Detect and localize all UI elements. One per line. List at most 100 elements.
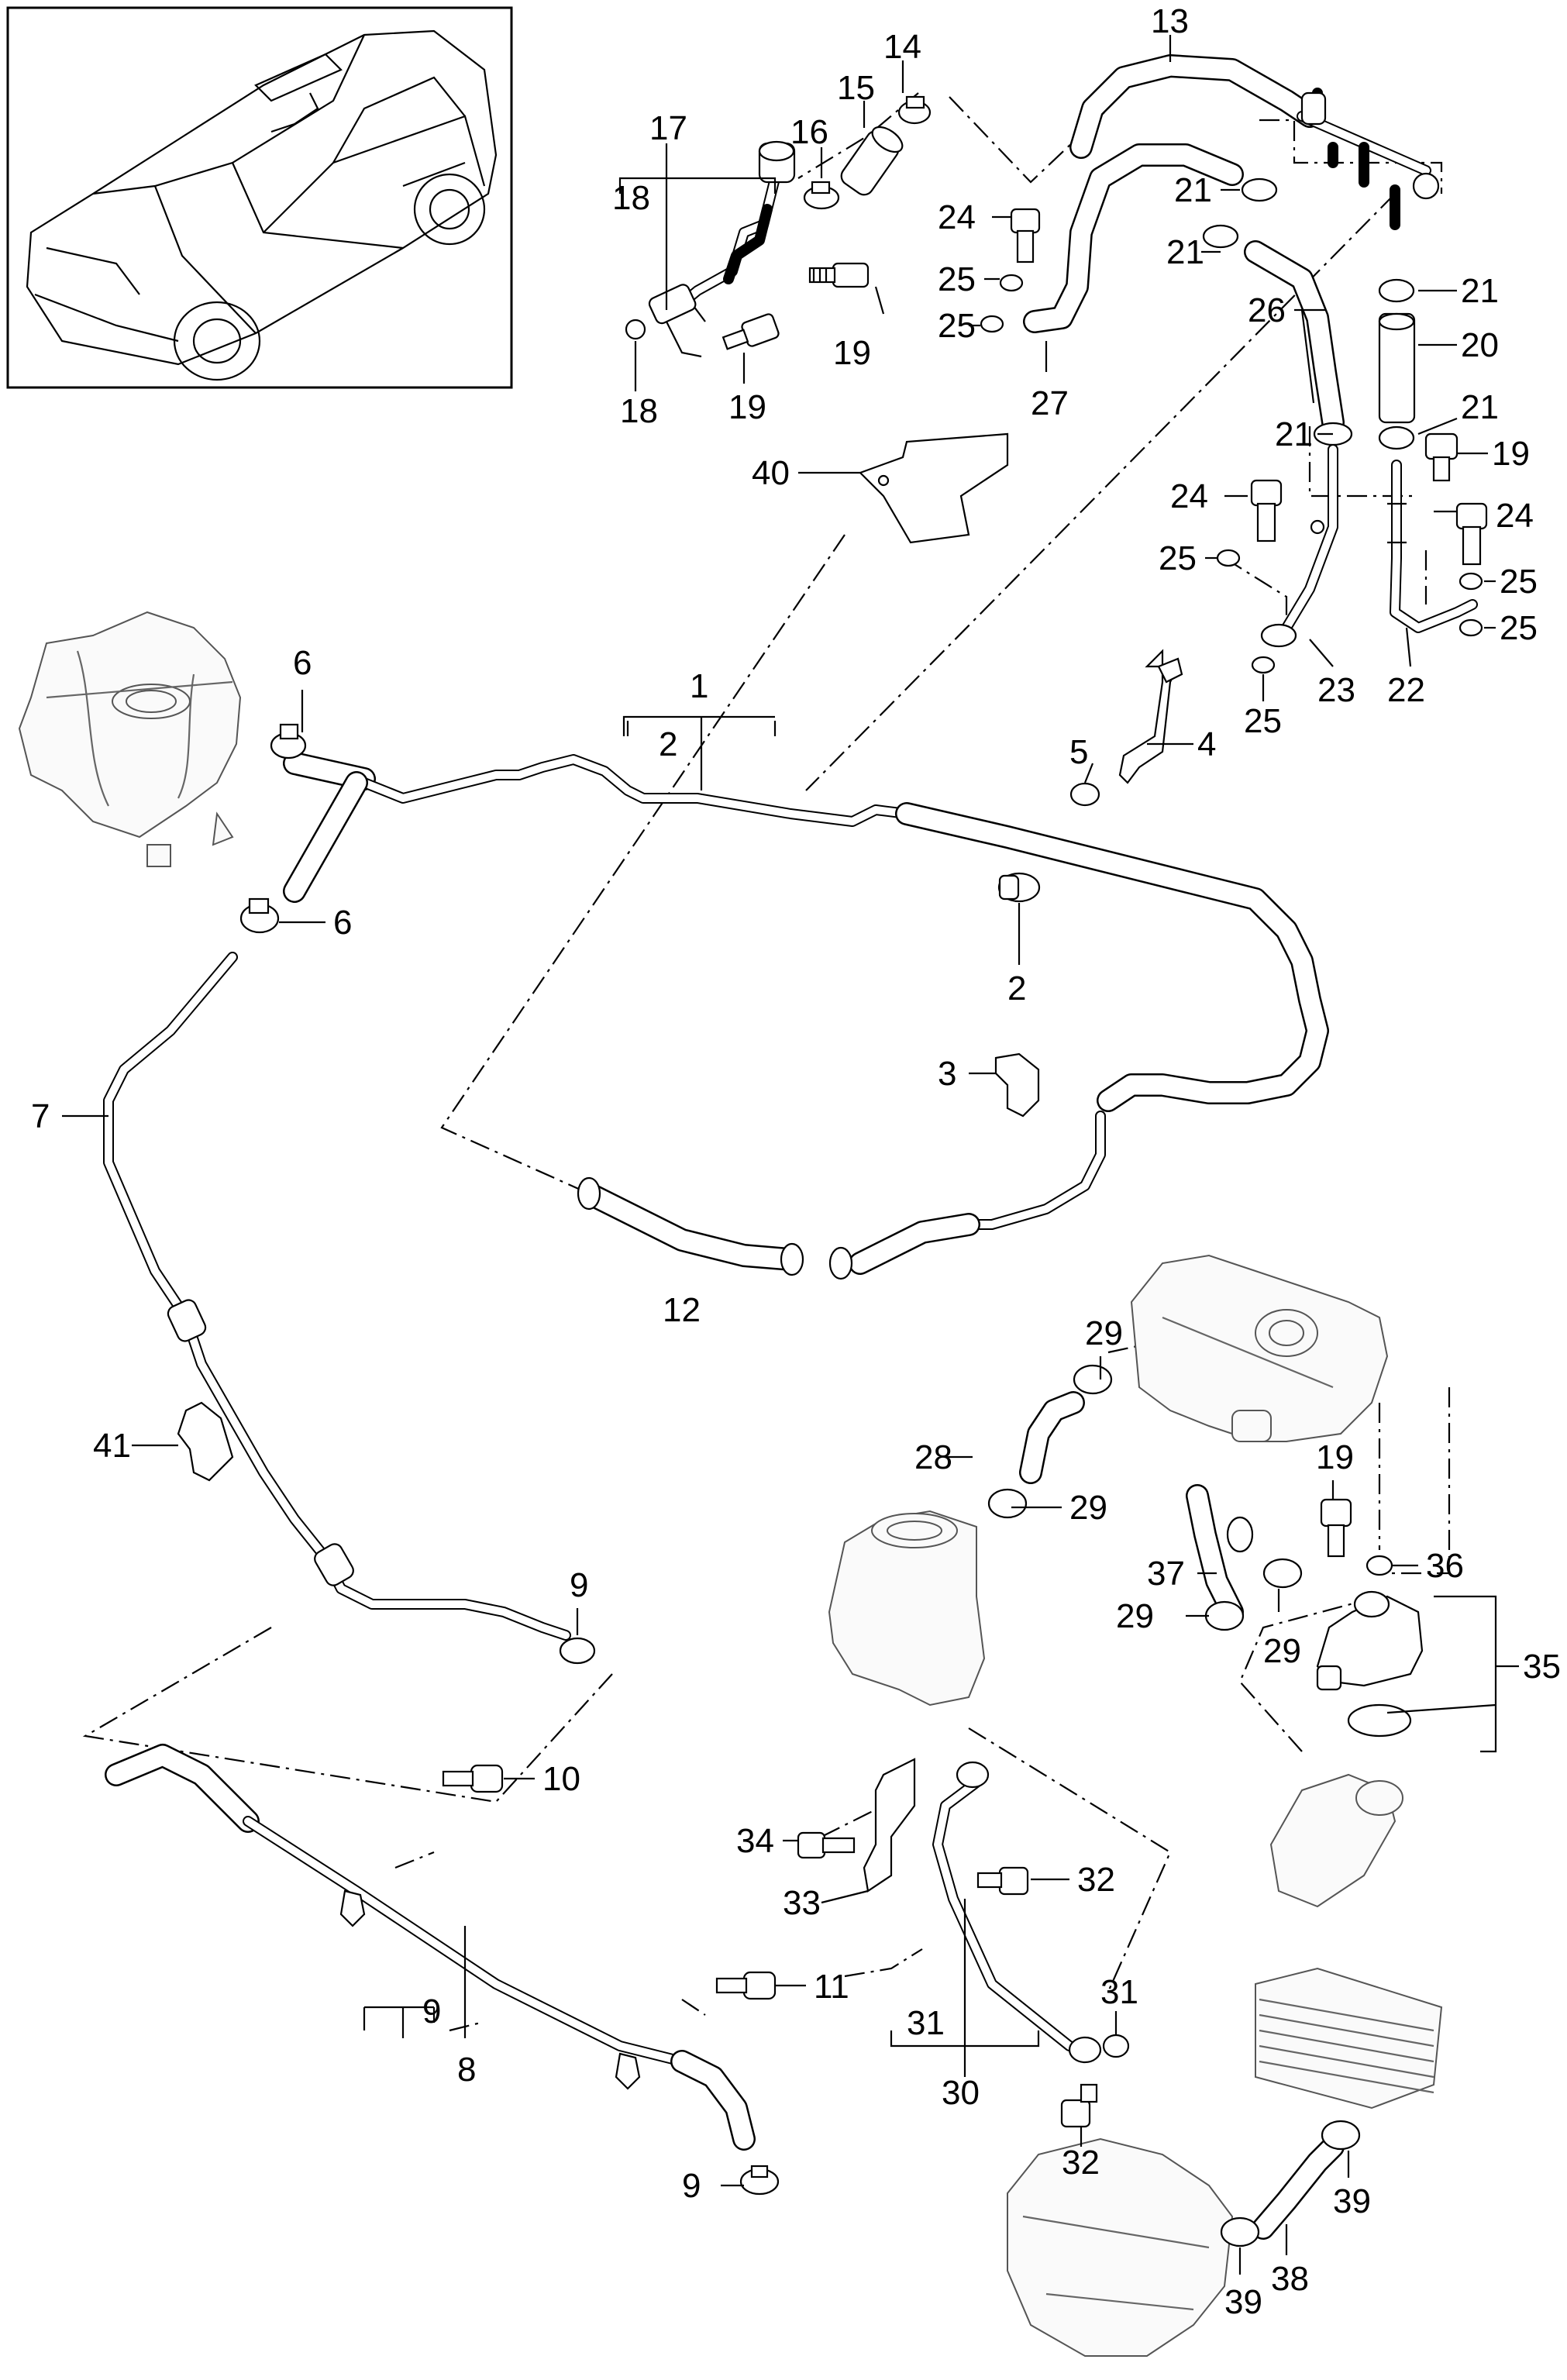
pipe-23 — [1260, 444, 1338, 648]
expansion-tank — [18, 611, 242, 867]
callout-32-b: 32 — [1062, 2144, 1100, 2182]
callout-14: 14 — [883, 28, 921, 66]
callout-19-d: 19 — [1316, 1438, 1354, 1476]
bracket-4 — [1118, 649, 1183, 784]
callout-24-c: 24 — [1496, 497, 1534, 535]
callout-39-b: 39 — [1224, 2283, 1262, 2321]
bolt-11 — [715, 1971, 777, 2000]
callout-5: 5 — [1069, 733, 1088, 771]
bracket-40 — [859, 432, 1009, 544]
pipe-8 — [105, 1744, 756, 2151]
callout-25-e: 25 — [1500, 563, 1538, 601]
callouts: 1 2 2 3 4 5 6 6 7 8 9 9 9 10 11 12 13 14… — [31, 2, 1561, 2321]
callout-7: 7 — [31, 1097, 50, 1135]
hose-37 — [1186, 1484, 1254, 1624]
callout-21-b: 21 — [1166, 233, 1204, 271]
callout-28: 28 — [914, 1438, 952, 1476]
washer-25-c — [1216, 549, 1241, 567]
callout-18-b: 18 — [620, 392, 658, 430]
callout-38: 38 — [1271, 2260, 1309, 2298]
callout-9-b: 9 — [422, 1993, 441, 2030]
callout-9-a: 9 — [570, 1566, 588, 1604]
callout-9-c: 9 — [682, 2167, 701, 2205]
bolt-34 — [797, 1831, 856, 1859]
callout-21-c: 21 — [1461, 272, 1499, 310]
callout-19-c: 19 — [1492, 435, 1530, 473]
clamp-39-a — [1321, 2120, 1361, 2151]
clamp-21-a — [1241, 177, 1278, 202]
callout-4: 4 — [1197, 725, 1216, 763]
callout-27: 27 — [1031, 384, 1069, 422]
clamp-6-b — [239, 897, 280, 934]
callout-40: 40 — [752, 454, 790, 492]
callout-25-f: 25 — [1500, 609, 1538, 647]
callout-30: 30 — [942, 2074, 980, 2112]
callout-1: 1 — [690, 667, 708, 705]
callout-35: 35 — [1523, 1648, 1561, 1686]
callout-21-e: 21 — [1275, 415, 1313, 453]
callout-18-a: 18 — [612, 179, 650, 217]
callout-24-b: 24 — [1170, 477, 1208, 515]
hose-7 — [103, 771, 571, 1641]
hose-12 — [577, 1176, 853, 1280]
callout-29-b: 29 — [1069, 1489, 1107, 1527]
callout-34: 34 — [736, 1822, 774, 1860]
callout-25-b: 25 — [938, 307, 976, 345]
hose-13 — [1069, 54, 1440, 230]
callout-25-d: 25 — [1244, 702, 1282, 740]
clamp-6-a — [270, 723, 307, 759]
vehicle-thumbnail — [6, 6, 513, 389]
clamp-9-a — [559, 1637, 596, 1665]
washer-25-e — [1459, 572, 1483, 591]
hose-26 — [1244, 240, 1345, 434]
callout-6-b: 6 — [333, 904, 352, 942]
oil-cooler — [1007, 1967, 1443, 2357]
callout-13: 13 — [1151, 2, 1189, 40]
clamp-21-e — [1378, 425, 1415, 450]
hose-20 — [1378, 312, 1416, 424]
callout-15: 15 — [837, 69, 875, 107]
washer-25-d — [1251, 656, 1276, 674]
coolant-line-1 — [283, 752, 1329, 1275]
callout-3: 3 — [938, 1055, 956, 1093]
washer-25-a — [999, 274, 1024, 292]
callout-2-clamp: 2 — [1007, 970, 1026, 1007]
clamp-21-b — [1202, 224, 1239, 249]
bolt-32-b — [1060, 2083, 1098, 2128]
callout-41: 41 — [93, 1427, 131, 1465]
o-ring-36 — [1366, 1555, 1393, 1576]
clip-41 — [177, 1401, 234, 1482]
callout-19-a: 19 — [833, 334, 871, 372]
clamp-29-b — [987, 1488, 1028, 1519]
callout-23: 23 — [1317, 671, 1355, 709]
callout-17: 17 — [649, 109, 687, 147]
hose-28 — [1019, 1391, 1085, 1484]
clamp-2 — [997, 872, 1041, 903]
clip-3 — [994, 1052, 1040, 1118]
callout-12: 12 — [663, 1291, 701, 1329]
callout-19-b: 19 — [728, 388, 766, 426]
washer-25-b — [980, 315, 1004, 333]
clamp-29-c — [1262, 1558, 1303, 1589]
callout-36: 36 — [1426, 1547, 1464, 1585]
callout-29-c: 29 — [1116, 1597, 1154, 1635]
callout-32-a: 32 — [1077, 1861, 1115, 1899]
callout-31-b: 31 — [1100, 1973, 1138, 2011]
bolt-19-c — [1424, 432, 1459, 482]
callout-26: 26 — [1248, 291, 1286, 329]
callout-11: 11 — [814, 1968, 849, 2006]
callout-20: 20 — [1461, 326, 1499, 364]
clamp-29-a — [1073, 1364, 1113, 1395]
bolt-24-b — [1250, 479, 1283, 542]
bolt-19-a — [808, 262, 870, 288]
callout-10: 10 — [542, 1760, 580, 1798]
o-ring-31 — [1102, 2034, 1130, 2058]
callout-25-a: 25 — [938, 260, 976, 298]
leader-lines — [62, 35, 1519, 2275]
bolt-32-a — [976, 1866, 1029, 1896]
callout-21-d: 21 — [1461, 388, 1499, 426]
breather-hose-17 — [625, 140, 796, 358]
callout-29-a: 29 — [1085, 1314, 1123, 1352]
bolt-24-c — [1455, 502, 1488, 566]
